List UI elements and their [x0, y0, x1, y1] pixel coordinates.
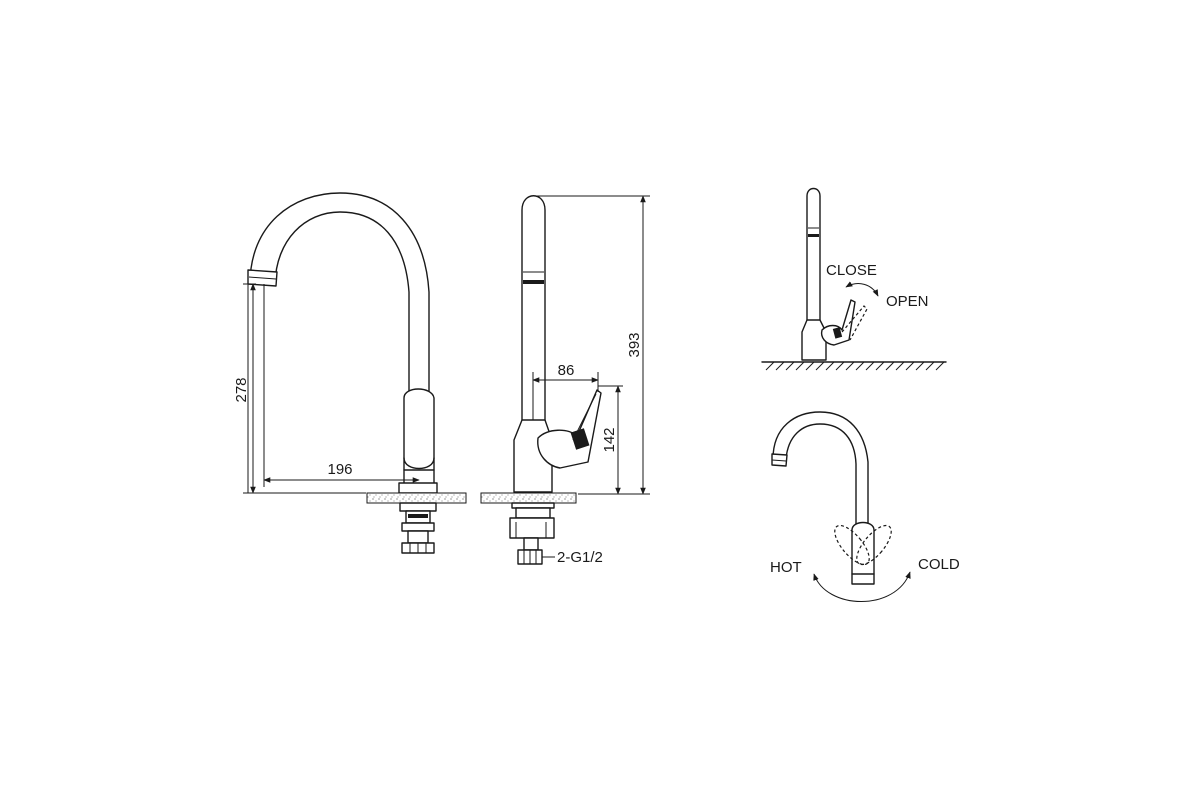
- handle-cold-position: [856, 524, 892, 566]
- inlet-thread-label: 2-G1/2: [557, 549, 603, 566]
- lever-closed: [820, 299, 856, 346]
- side-total-height-dimension: 393: [626, 332, 643, 357]
- open-label: OPEN: [886, 293, 929, 310]
- mixer-handle: [851, 521, 875, 585]
- front-countertop: [366, 492, 467, 504]
- front-view: 278 196: [233, 192, 467, 554]
- lever-operation-view: CLOSE OPEN: [761, 187, 947, 371]
- front-reach-dimension: 196: [327, 461, 352, 478]
- side-handle-reach-dimension: 86: [558, 362, 575, 379]
- lever-open: [841, 305, 868, 341]
- side-handle-height-dimension: 142: [601, 427, 618, 452]
- side-lever-handle: [537, 389, 602, 469]
- front-height-dimension: 278: [233, 377, 250, 402]
- side-countertop: [480, 492, 577, 504]
- side-view: 2-G1/2 393 142 86: [480, 195, 650, 566]
- temperature-view: HOT COLD: [770, 411, 960, 602]
- cold-label: COLD: [918, 556, 960, 573]
- front-spout: [249, 192, 430, 393]
- hot-label: HOT: [770, 559, 802, 576]
- front-handle: [403, 388, 435, 470]
- close-label: CLOSE: [826, 262, 877, 279]
